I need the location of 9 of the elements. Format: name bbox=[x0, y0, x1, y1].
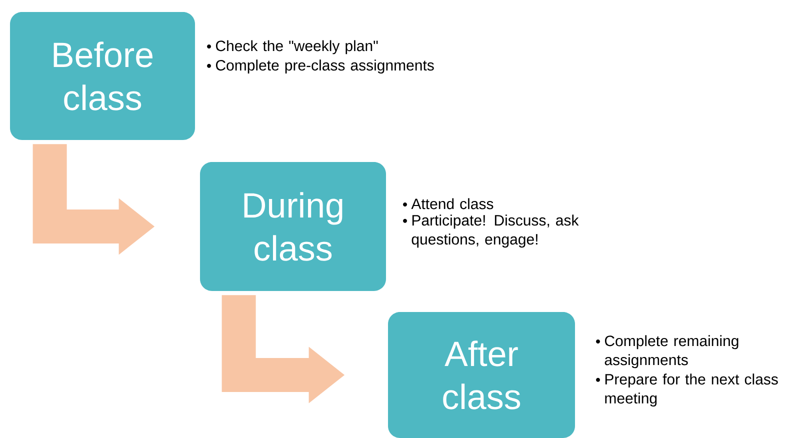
bullet-item: Complete remaining assignments bbox=[604, 335, 738, 368]
bullet-item: Attend class bbox=[411, 198, 494, 210]
bullet-item: Complete pre-class assignments bbox=[216, 60, 434, 74]
bullet-item: Prepare for the next class meeting bbox=[605, 374, 778, 407]
stage-box: After class bbox=[388, 312, 575, 438]
stage-box: During class bbox=[200, 162, 386, 291]
stage-box: Before class bbox=[10, 12, 195, 140]
bullet-item: Check the "weekly plan" bbox=[216, 40, 378, 54]
bullet-item: Participate! Discuss, ask questions, engage! bbox=[412, 214, 579, 248]
